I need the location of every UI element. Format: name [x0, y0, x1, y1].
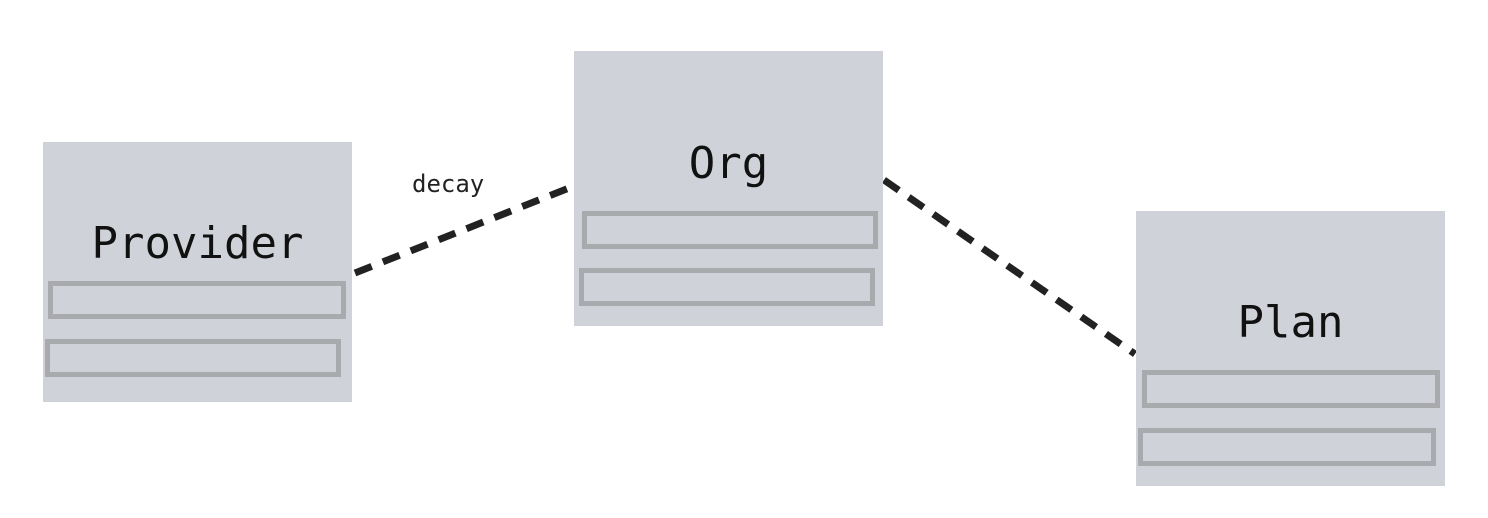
node-title-org: Org — [688, 138, 769, 189]
edge-label-provider-org: decay — [412, 170, 485, 198]
node-field-1[interactable] — [1142, 370, 1440, 408]
node-title-provider: Provider — [91, 218, 304, 269]
edge-org-plan — [882, 177, 1137, 357]
node-provider[interactable]: Provider — [43, 142, 352, 402]
node-field-1[interactable] — [582, 211, 878, 249]
node-plan[interactable]: Plan — [1136, 211, 1445, 486]
edge-provider-org — [353, 182, 576, 277]
node-org[interactable]: Org — [574, 51, 883, 326]
node-field-2[interactable] — [45, 339, 341, 377]
node-field-2[interactable] — [1138, 428, 1436, 466]
node-field-2[interactable] — [579, 268, 875, 306]
node-field-1[interactable] — [48, 281, 346, 319]
node-title-plan: Plan — [1237, 297, 1344, 348]
